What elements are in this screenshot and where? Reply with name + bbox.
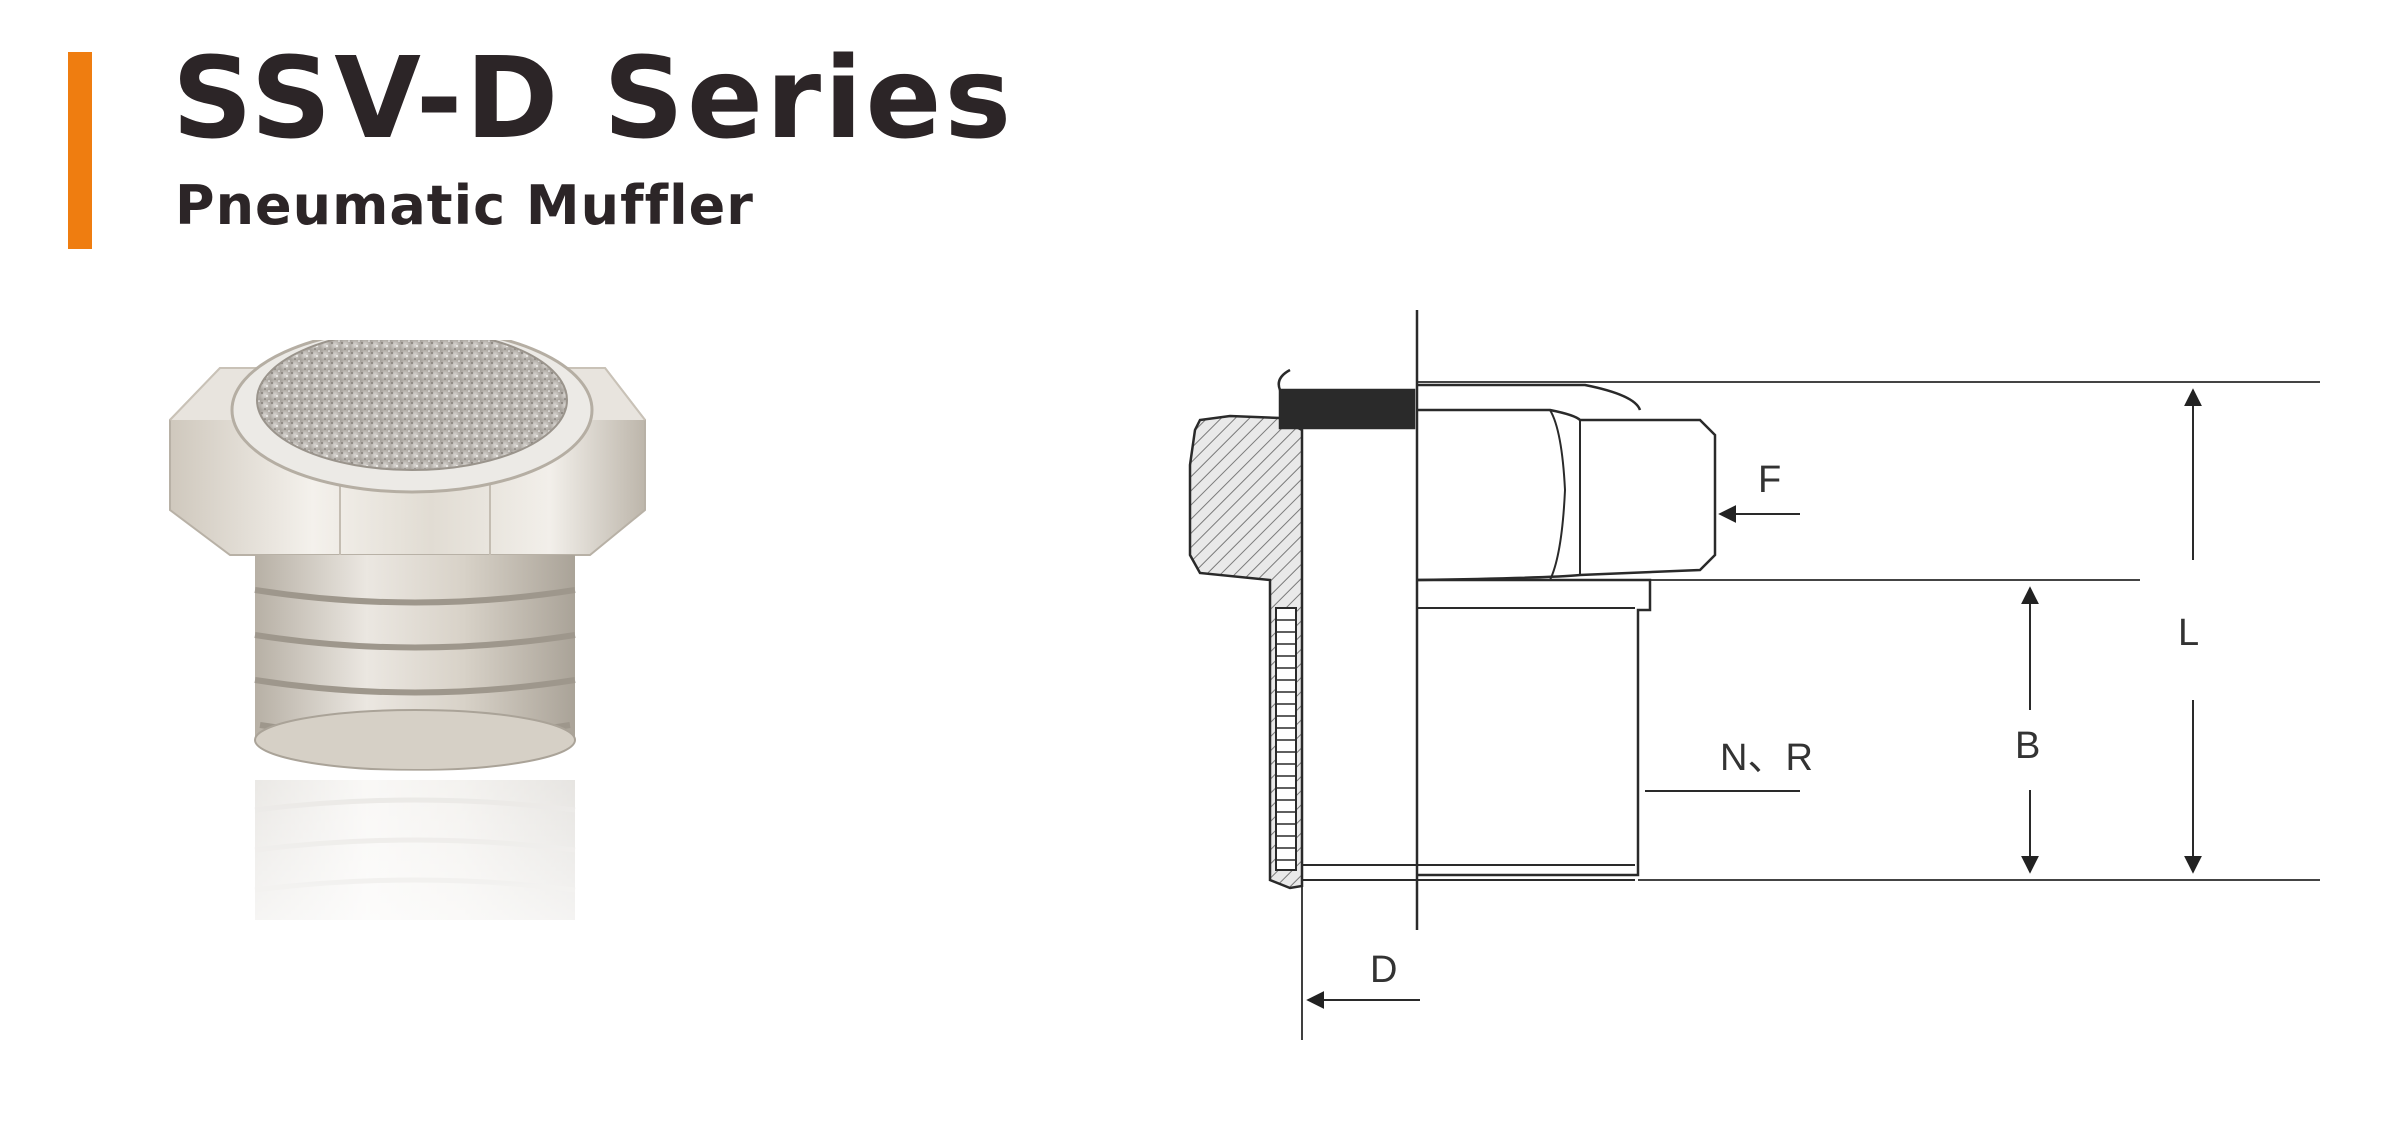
page-title: SSV-D Series [172, 34, 1015, 164]
dimension-label-b: B [2015, 725, 2040, 767]
filter-element [1278, 388, 1416, 430]
thread-shank [1417, 578, 1652, 877]
accent-bar [68, 52, 92, 249]
dimension-label-d: D [1370, 949, 1397, 991]
dimension-label-l: L [2178, 612, 2199, 654]
section-thread [1275, 607, 1297, 871]
page-subtitle: Pneumatic Muffler [175, 174, 754, 237]
hex-body [1416, 408, 1717, 582]
product-photo [169, 340, 646, 1030]
dimension-label-n-r: N、R [1720, 737, 1813, 779]
technical-drawing: F L B N、R D [1188, 310, 2320, 1040]
dimension-label-f: F [1758, 459, 1781, 501]
